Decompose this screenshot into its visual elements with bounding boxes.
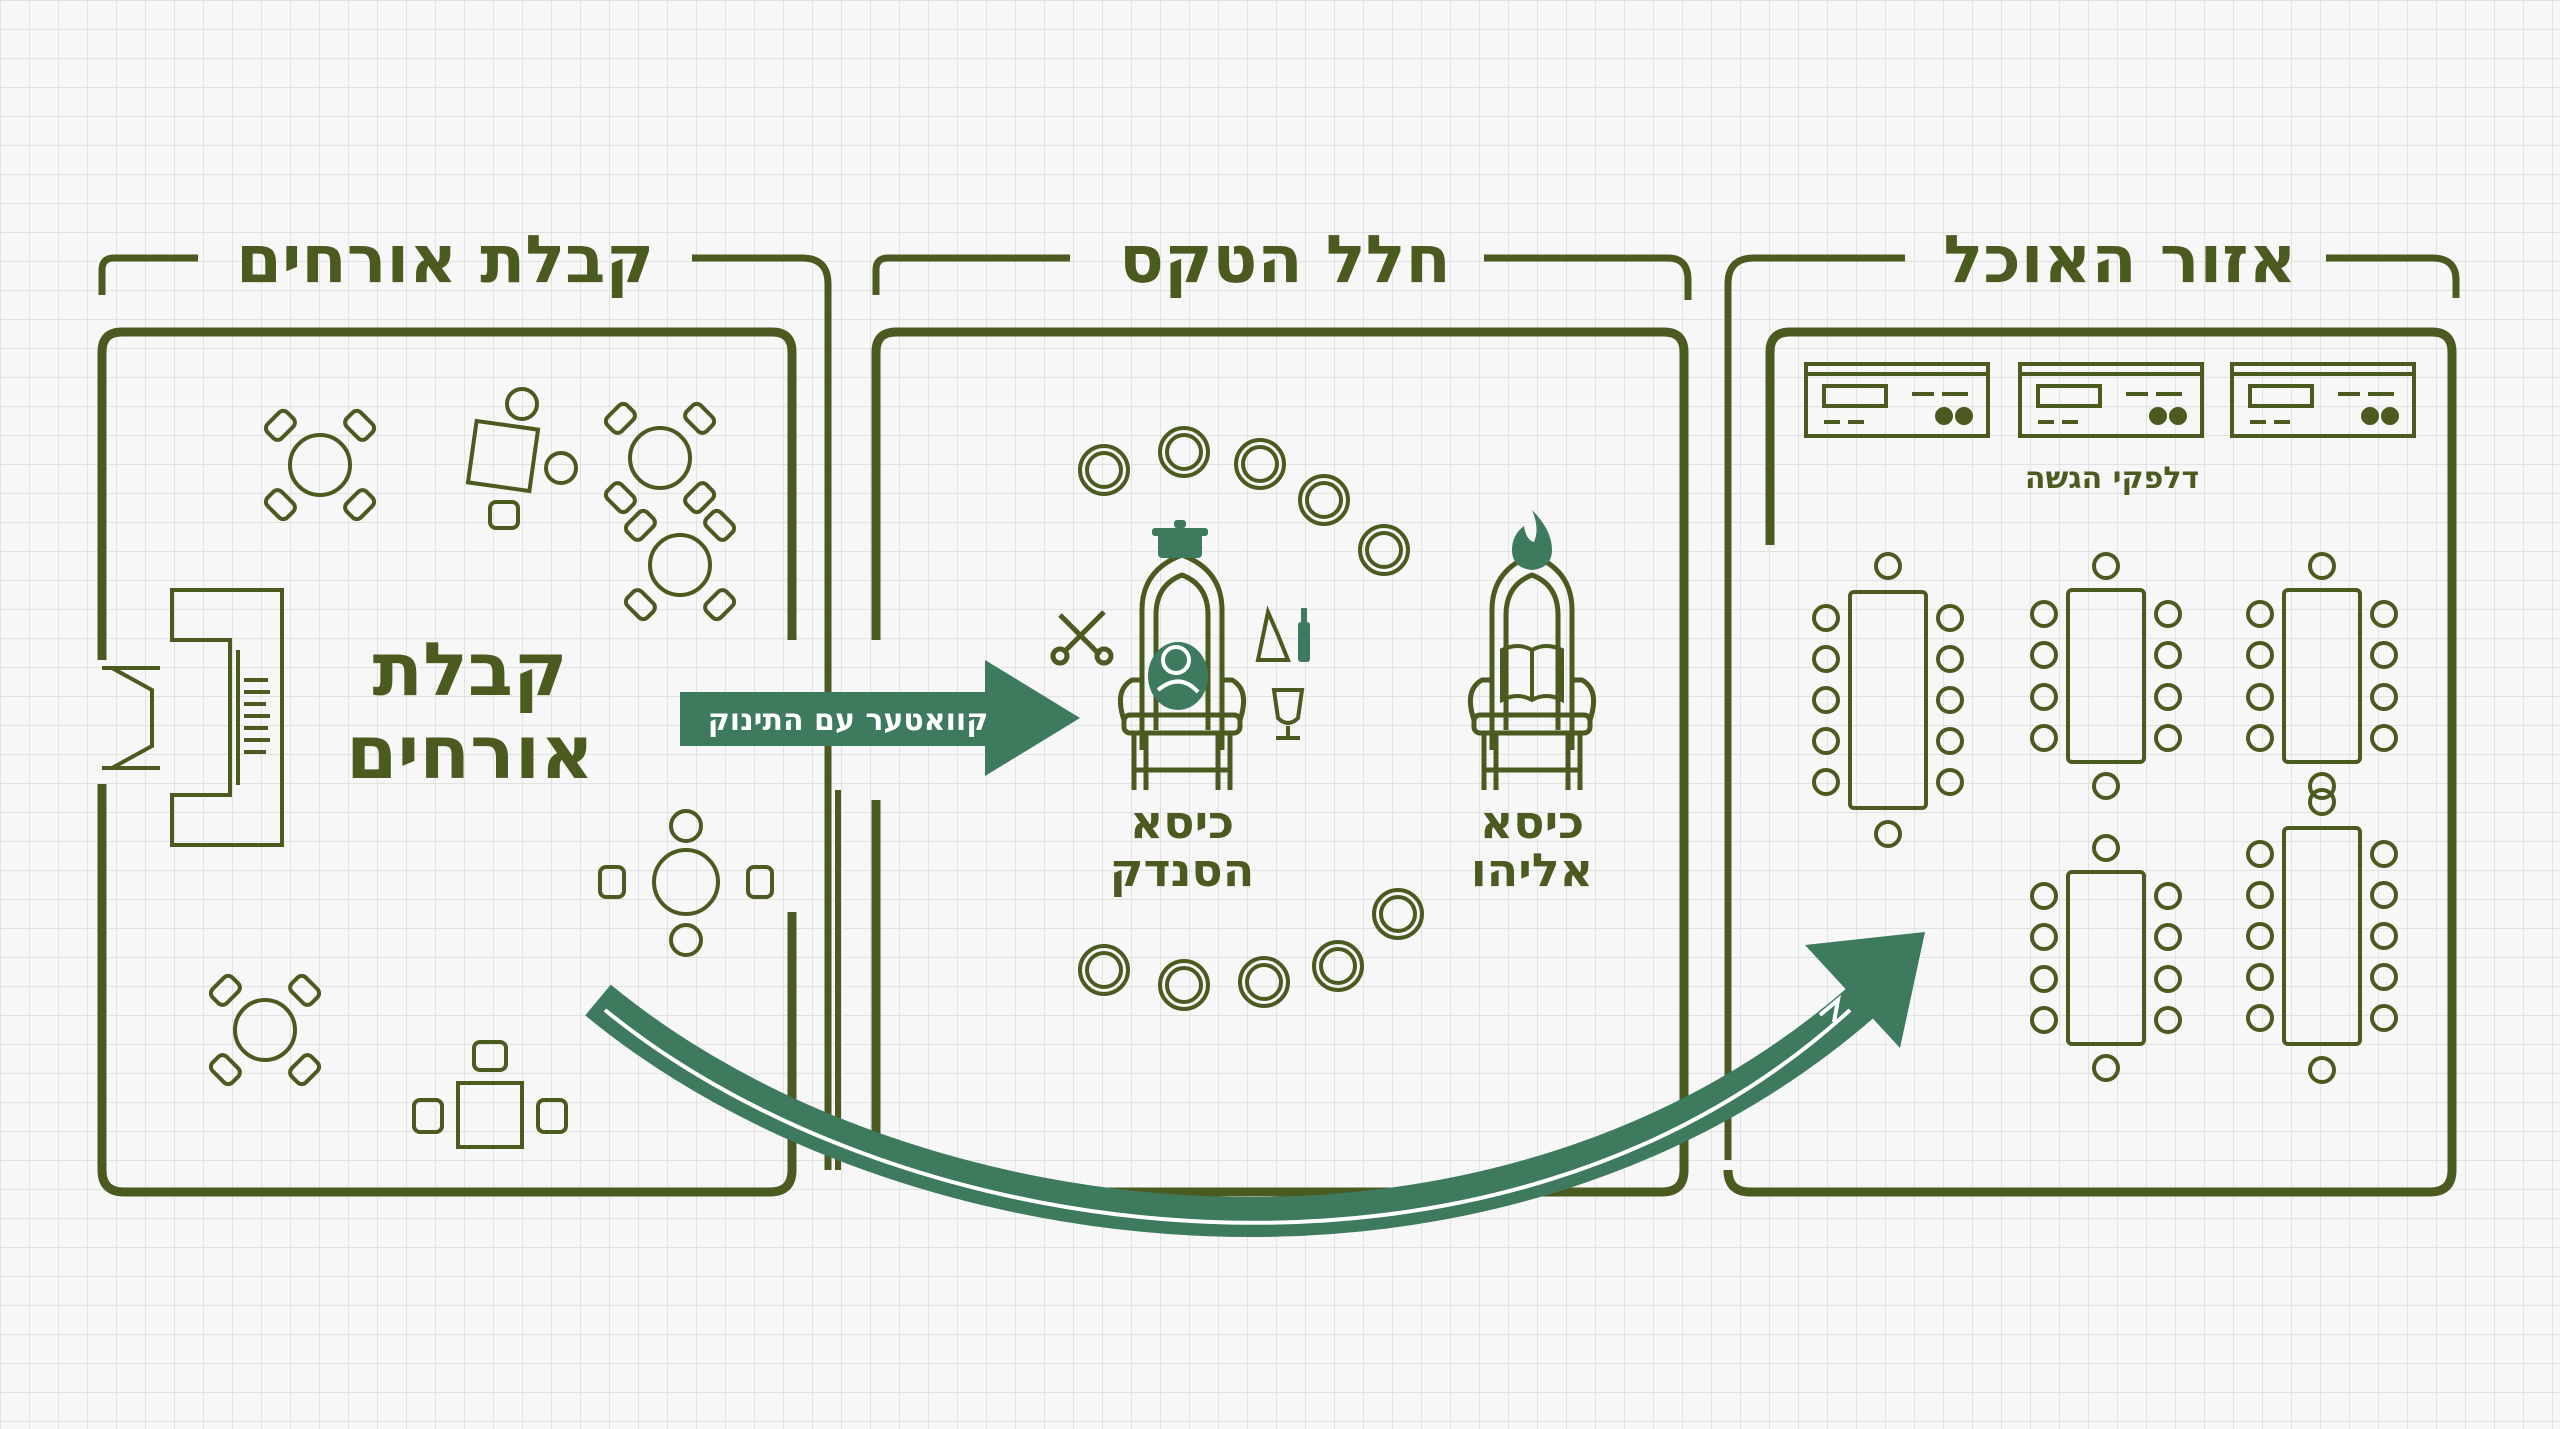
sandak-label-2: הסנדק bbox=[1110, 843, 1255, 897]
kvatter-label: קוואטער עם התינוק bbox=[708, 703, 989, 738]
serving-counter-icon[interactable] bbox=[1804, 362, 1990, 438]
serving-counters-label: דלפקי הגשה bbox=[2025, 461, 2199, 496]
flame-icon bbox=[1512, 510, 1552, 570]
guest-chair[interactable] bbox=[1372, 888, 1424, 940]
guest-chair[interactable] bbox=[1312, 940, 1364, 992]
reception-title: קבלת אורחים bbox=[236, 221, 654, 298]
square-table-icon[interactable] bbox=[412, 1040, 568, 1149]
guest-chair[interactable] bbox=[1158, 426, 1210, 478]
scissors-icon bbox=[1050, 610, 1114, 666]
dining-room: דלפקי הגשה bbox=[1723, 327, 2457, 1197]
round-table-icon[interactable] bbox=[261, 406, 379, 524]
round-table-icon[interactable] bbox=[601, 399, 719, 517]
ceremony-title: חלל הטקס bbox=[1119, 221, 1451, 298]
ceremony-room: כיסא הסנדק כיסא אליהו bbox=[835, 327, 1689, 1197]
serving-counter-icon[interactable] bbox=[2230, 362, 2416, 438]
square-table-icon[interactable] bbox=[465, 387, 578, 530]
kvatter-arrow: קוואטער עם התינוק bbox=[680, 660, 1080, 776]
round-table-icon[interactable] bbox=[206, 971, 324, 1089]
long-table-icon[interactable] bbox=[2030, 834, 2182, 1082]
round-table-icon[interactable] bbox=[621, 506, 739, 624]
wine-glass-icon bbox=[1271, 688, 1305, 740]
guest-chair[interactable] bbox=[1358, 524, 1410, 576]
entrance-door[interactable] bbox=[102, 666, 160, 770]
pot-icon bbox=[1152, 520, 1208, 558]
eliyahu-label-2: אליהו bbox=[1471, 843, 1593, 897]
guest-chair[interactable] bbox=[1234, 438, 1286, 490]
guest-chair[interactable] bbox=[1158, 959, 1210, 1011]
guest-chair[interactable] bbox=[1078, 444, 1130, 496]
long-table-icon[interactable] bbox=[2246, 788, 2398, 1084]
baby-icon bbox=[1148, 642, 1208, 710]
eliyahu-label-1: כיסא bbox=[1480, 795, 1584, 849]
dining-flow-arrow bbox=[585, 932, 1925, 1237]
ceremony-header: חלל הטקס bbox=[872, 221, 1692, 300]
long-table-icon[interactable] bbox=[1812, 552, 1964, 848]
reception-room-label-1: קבלת bbox=[373, 627, 568, 713]
long-table-icon[interactable] bbox=[2030, 552, 2182, 800]
guest-chair[interactable] bbox=[1298, 474, 1350, 526]
reception-desk-icon[interactable] bbox=[170, 588, 284, 847]
guest-chair[interactable] bbox=[1078, 944, 1130, 996]
bottles-icon bbox=[1255, 605, 1310, 662]
reception-room: קבלת אורחים bbox=[97, 327, 797, 1197]
sandak-label-1: כיסא bbox=[1130, 795, 1234, 849]
serving-counter-icon[interactable] bbox=[2018, 362, 2204, 438]
dining-title: אזור האוכל bbox=[1943, 221, 2296, 298]
reception-room-label-2: אורחים bbox=[346, 710, 594, 796]
book-icon bbox=[1500, 644, 1564, 704]
long-table-icon[interactable] bbox=[2246, 552, 2398, 800]
round-table-icon[interactable] bbox=[598, 809, 774, 957]
reception-header: קבלת אורחים bbox=[98, 221, 832, 1170]
dining-header: אזור האוכל bbox=[1724, 221, 2460, 1160]
guest-chair[interactable] bbox=[1238, 956, 1290, 1008]
guest-chairs bbox=[1078, 426, 1424, 1011]
